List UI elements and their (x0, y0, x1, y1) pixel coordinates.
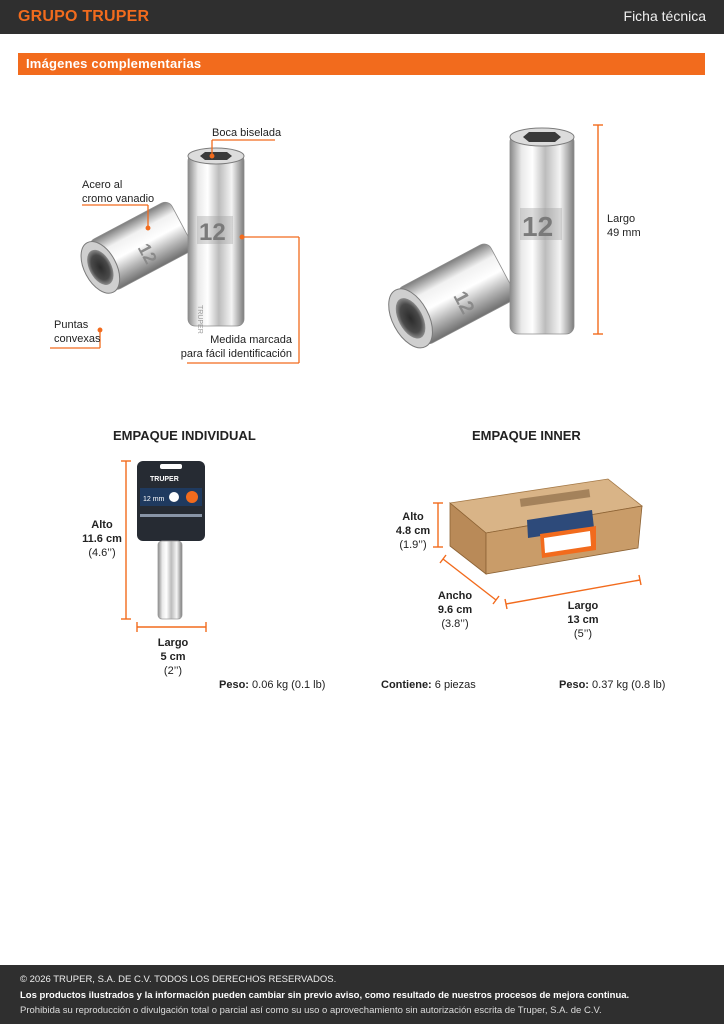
individual-pack-title: EMPAQUE INDIVIDUAL (113, 428, 256, 443)
inner-pack-title: EMPAQUE INNER (472, 428, 581, 443)
svg-text:12 mm: 12 mm (143, 496, 165, 503)
height-dimension-line (593, 124, 603, 335)
blister-dimension-lines (121, 460, 207, 632)
inner-height: Alto 4.8 cm (1.9’’) (395, 511, 431, 551)
top-bar (0, 0, 724, 34)
callout-convex-tips: Puntas convexas (54, 319, 101, 345)
svg-text:TRUPER: TRUPER (150, 476, 179, 483)
callout-lines (50, 139, 300, 364)
inner-contents: Contiene: 6 piezas (381, 679, 476, 691)
svg-text:TRUPER: TRUPER (196, 305, 203, 334)
inner-box (449, 478, 643, 575)
individual-height: Alto 11.6 cm (4.6’’) (82, 519, 122, 559)
document-type: Ficha técnica (623, 8, 706, 24)
socket-pair-dimension: 12 12 (388, 127, 575, 349)
section-header: Imágenes complementarias (18, 53, 705, 75)
individual-length: Largo 5 cm (2’’) (157, 637, 189, 677)
footer-copyright: © 2026 TRUPER, S.A. DE C.V. TODOS LOS DE… (20, 974, 337, 985)
socket-pair-annotated: 12 12 TRUPER (80, 147, 245, 334)
inner-weight: Peso: 0.37 kg (0.8 lb) (559, 679, 666, 691)
svg-text:12: 12 (522, 211, 553, 242)
individual-weight: Peso: 0.06 kg (0.1 lb) (219, 679, 326, 691)
inner-width: Ancho 9.6 cm (3.8’’) (437, 590, 473, 630)
brand-logo: GRUPO TRUPER (18, 8, 150, 25)
callout-material: Acero al cromo vanadio (82, 179, 155, 205)
callout-size-mark: Medida marcada para fácil identificación (180, 334, 292, 360)
length-dimension: Largo 49 mm (607, 213, 641, 239)
product-images: 12 12 TRUPER 12 (50, 124, 603, 364)
inner-length: Largo 13 cm (5’’) (567, 600, 599, 640)
section-title: Imágenes complementarias (26, 56, 202, 71)
callout-beveled-mouth: Boca biselada (212, 127, 282, 139)
footer-disclaimer: Los productos ilustrados y la informació… (20, 990, 630, 1001)
box-dimension-lines (433, 502, 642, 610)
footer-legal: Prohibida su reproducción o divulgación … (20, 1005, 602, 1016)
socket-size-mark: 12 (199, 219, 226, 246)
packaging-images: TRUPER 12 mm (121, 460, 643, 632)
footer-bar (0, 965, 724, 1024)
blister-card: TRUPER 12 mm (137, 461, 205, 620)
